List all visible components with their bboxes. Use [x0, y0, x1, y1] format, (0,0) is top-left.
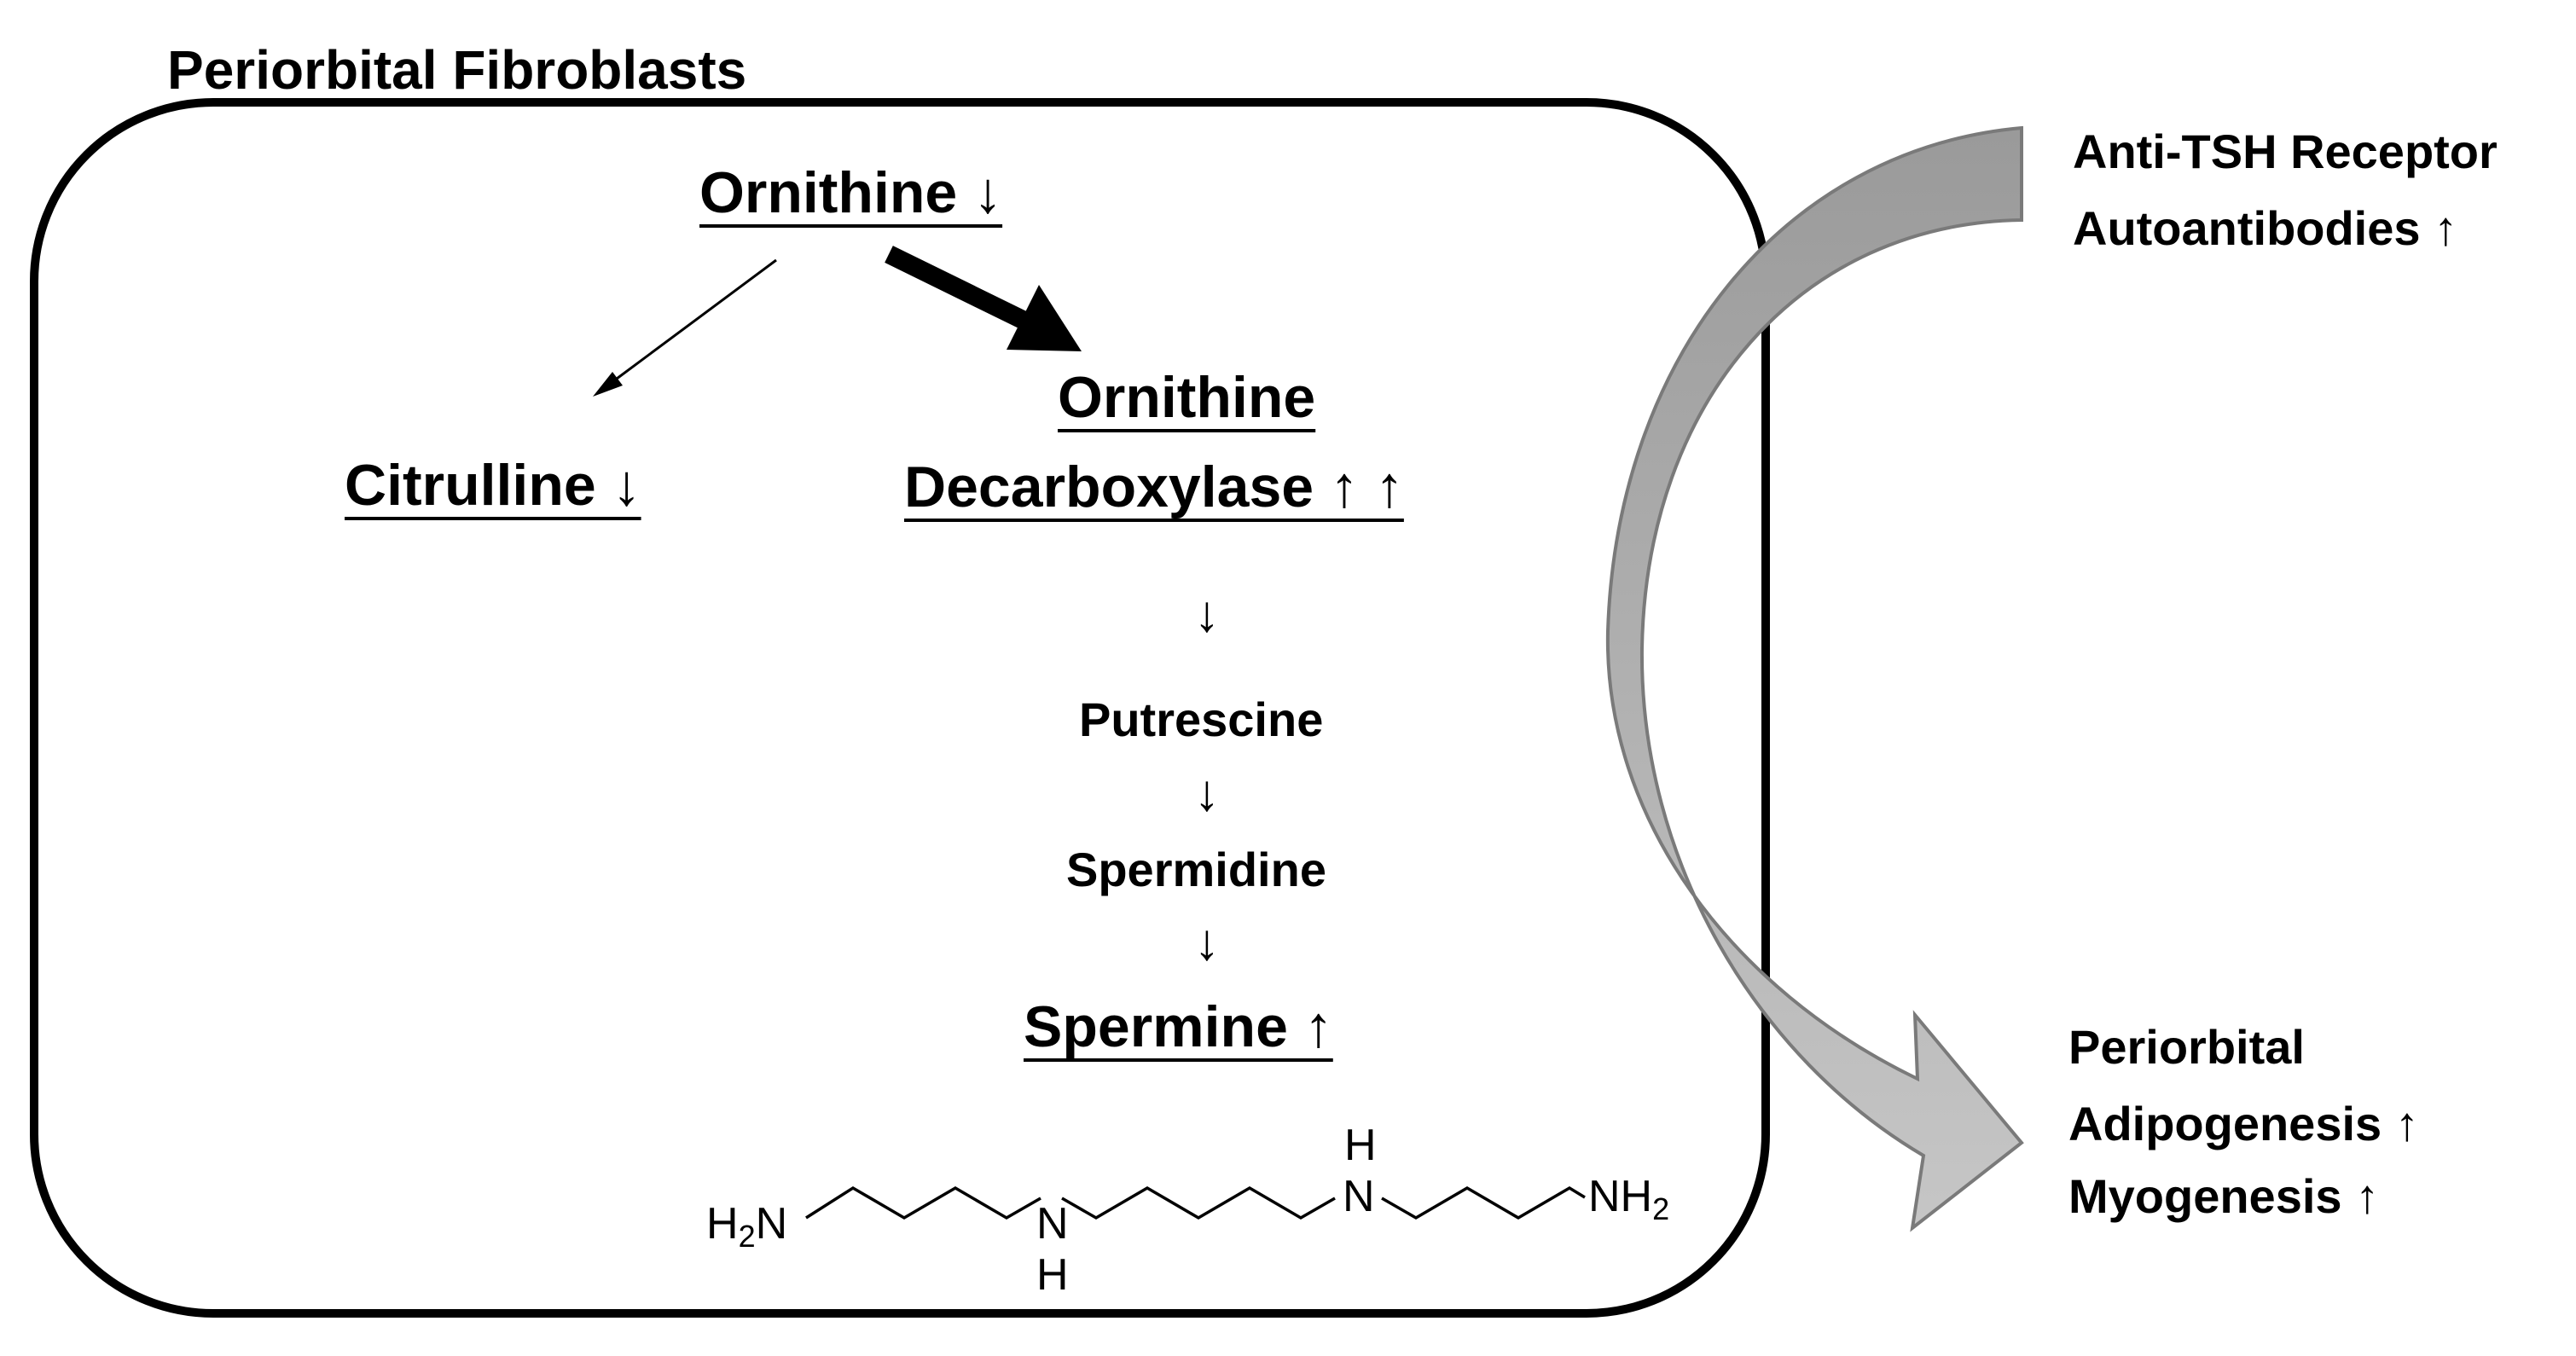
antibodies-line2: Autoantibodies ↑ — [2073, 201, 2458, 255]
h2n-group: H2N — [706, 1199, 787, 1254]
spermine-label: Spermine ↑ — [1024, 994, 1333, 1059]
spermine-structure: H2N N H N H NH2 — [706, 1121, 1669, 1300]
citrulline-label: Citrulline ↓ — [345, 453, 641, 518]
odc-label-line1: Ornithine — [1058, 365, 1316, 430]
thin-arrow-to-citrulline — [609, 258, 777, 385]
structure-bonds-right — [1381, 1185, 1586, 1220]
thick-arrow-head — [1007, 285, 1082, 351]
arrow-spermidine-to-spermine: ↓ — [1194, 913, 1220, 971]
arrow-putrescine-to-spermidine: ↓ — [1194, 764, 1220, 821]
nh-middle: N — [1036, 1199, 1069, 1249]
nh-right: N — [1343, 1172, 1375, 1221]
h-middle: H — [1036, 1250, 1069, 1300]
effect-line2: Adipogenesis ↑ — [2068, 1097, 2419, 1150]
antibodies-line1: Anti-TSH Receptor — [2073, 125, 2498, 178]
cell-label: Periorbital Fibroblasts — [167, 39, 747, 101]
cell-boundary — [30, 98, 1770, 1318]
structure-bonds — [805, 1185, 1041, 1220]
effect-line1: Periorbital — [2068, 1020, 2305, 1074]
curved-arrow — [1605, 125, 2024, 1232]
nh2-group: NH2 — [1588, 1172, 1669, 1226]
thin-arrow-head — [593, 372, 623, 397]
thick-arrow-to-odc — [885, 246, 1032, 331]
ornithine-label: Ornithine ↓ — [699, 160, 1003, 225]
h-right: H — [1344, 1121, 1377, 1170]
putrescine-label: Putrescine — [1079, 692, 1324, 746]
arrow-odc-to-putrescine: ↓ — [1194, 585, 1220, 642]
structure-bonds-middle — [1061, 1185, 1336, 1220]
spermidine-label: Spermidine — [1066, 843, 1326, 896]
effect-line3: Myogenesis ↑ — [2068, 1169, 2380, 1223]
odc-label-line2: Decarboxylase ↑ ↑ — [904, 455, 1404, 519]
